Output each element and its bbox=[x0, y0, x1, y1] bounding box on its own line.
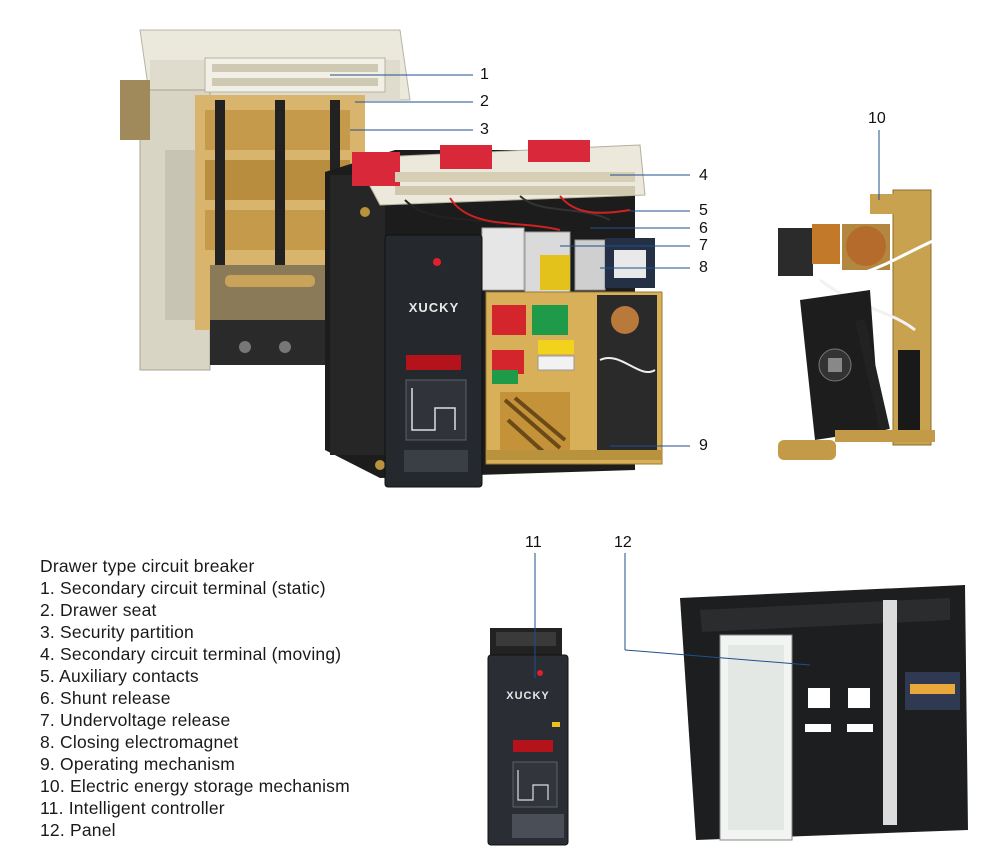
static-terminal-strip bbox=[204, 57, 386, 93]
legend-item: 1. Secondary circuit terminal (static) bbox=[40, 578, 326, 598]
legend-item: 10. Electric energy storage mechanism bbox=[40, 776, 350, 796]
moving-terminal-strip bbox=[352, 140, 646, 206]
legend-item: 4. Secondary circuit terminal (moving) bbox=[40, 644, 342, 664]
legend-title: Drawer type circuit breaker bbox=[40, 556, 255, 576]
controller-logo: XUCKY bbox=[506, 690, 550, 702]
callout-10: 10 bbox=[868, 110, 886, 127]
callout-12: 12 bbox=[614, 534, 632, 551]
legend-item: 7. Undervoltage release bbox=[40, 710, 231, 730]
callout-1: 1 bbox=[480, 66, 489, 83]
main-logo: XUCKY bbox=[408, 300, 460, 315]
legend-item: 6. Shunt release bbox=[40, 688, 171, 708]
callout-7: 7 bbox=[699, 237, 708, 254]
callout-2: 2 bbox=[480, 93, 489, 110]
panel bbox=[680, 585, 968, 841]
callout-3: 3 bbox=[480, 121, 489, 138]
legend-item: 8. Closing electromagnet bbox=[40, 732, 239, 752]
legend-item: 2. Drawer seat bbox=[40, 600, 157, 620]
legend-item: 12. Panel bbox=[40, 820, 116, 840]
legend-item: 3. Security partition bbox=[40, 622, 194, 642]
operating-mechanism bbox=[485, 291, 663, 465]
legend: Drawer type circuit breaker 1. Secondary… bbox=[40, 555, 350, 841]
callout-5: 5 bbox=[699, 202, 708, 219]
legend-item: 9. Operating mechanism bbox=[40, 754, 236, 774]
callout-4: 4 bbox=[699, 167, 708, 184]
leader-lines bbox=[330, 74, 880, 678]
legend-item: 5. Auxiliary contacts bbox=[40, 666, 199, 686]
intelligent-controller bbox=[487, 628, 569, 846]
front-controller bbox=[384, 234, 483, 488]
legend-item: 11. Intelligent controller bbox=[40, 798, 225, 818]
callout-9: 9 bbox=[699, 437, 708, 454]
callout-6: 6 bbox=[699, 220, 708, 237]
callout-11: 11 bbox=[525, 534, 542, 551]
wiring bbox=[404, 195, 631, 231]
storage-mechanism bbox=[778, 189, 936, 460]
callout-8: 8 bbox=[699, 259, 708, 276]
